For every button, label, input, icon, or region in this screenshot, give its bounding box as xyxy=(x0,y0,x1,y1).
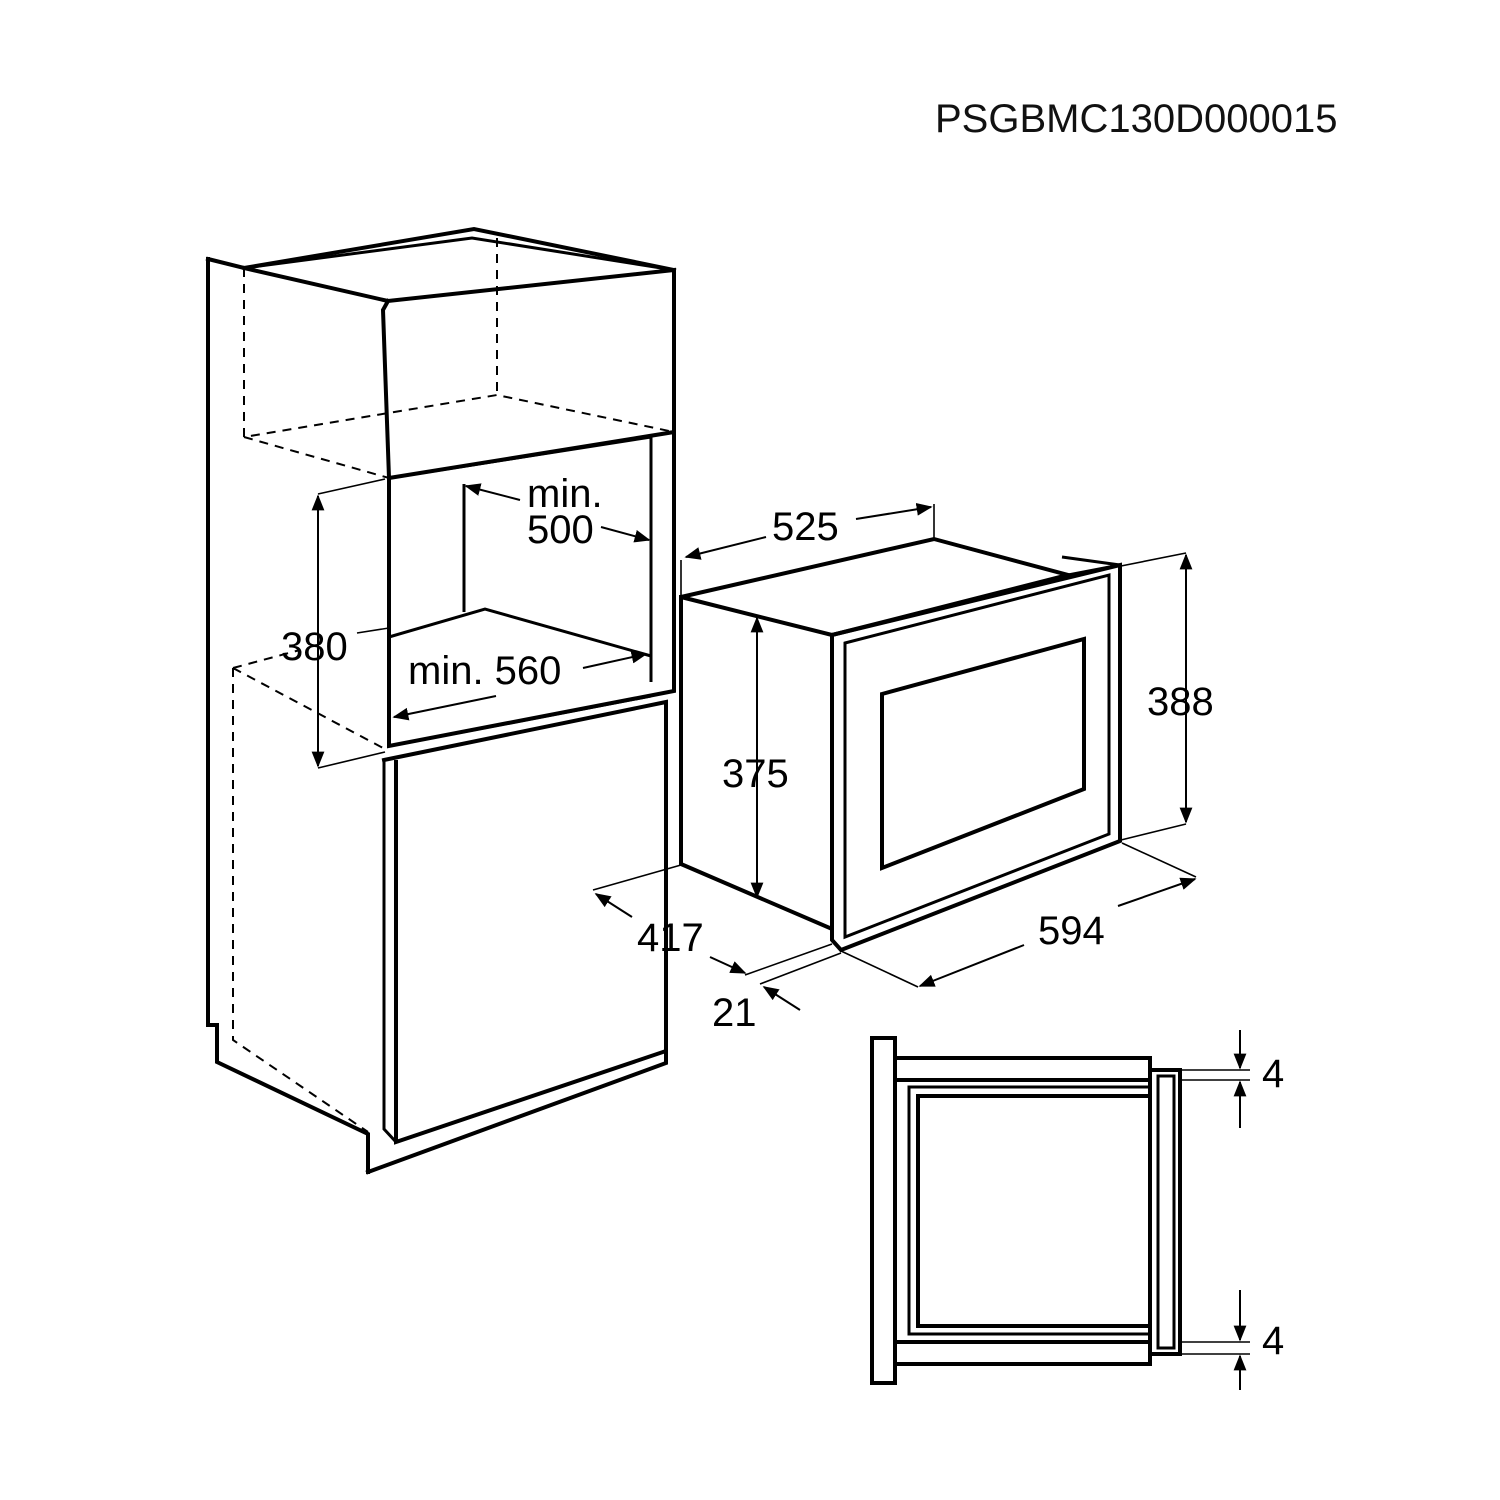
niche-min-width-label: min. 560 xyxy=(408,649,561,693)
section-appliance-inner xyxy=(916,1094,1152,1328)
plinth xyxy=(365,1049,668,1175)
microwave-window xyxy=(880,636,1086,871)
niche-floor xyxy=(388,607,652,748)
cabinet-top-edge xyxy=(205,226,677,273)
lower-door xyxy=(381,699,668,1145)
hidden-edges xyxy=(232,238,675,1133)
section-top-panel xyxy=(893,1056,1152,1082)
depth-525-arrow-right xyxy=(855,502,933,520)
frame-21-arrow xyxy=(762,986,801,1011)
gap-bottom-label: 4 xyxy=(1262,1319,1284,1363)
niche-height-ext-bottom xyxy=(317,751,386,769)
microwave-front-frame xyxy=(829,562,1122,953)
gap-top-label: 4 xyxy=(1262,1052,1284,1096)
lower-door-edge xyxy=(382,760,398,1144)
section-appliance-outer xyxy=(907,1085,1152,1336)
width-594-arrow-left xyxy=(918,944,1025,987)
niche-height-ext-mid xyxy=(356,627,390,634)
niche-depth-arrow-left xyxy=(464,483,521,501)
microwave-front-top xyxy=(933,537,1121,577)
niche-height-label: 380 xyxy=(281,625,348,669)
niche-depth-arrow-right xyxy=(600,526,651,543)
appliance-depth-label: 525 xyxy=(772,505,839,549)
depth-417-ext xyxy=(592,864,682,891)
appliance-body-height-label: 375 xyxy=(722,752,789,796)
depth-417-arrow-right xyxy=(709,956,747,974)
upper-unit-front xyxy=(241,265,676,481)
width-594-arrow-right xyxy=(1117,877,1197,907)
niche-width-arrow-left xyxy=(392,695,497,721)
front-frame-depth-label: 21 xyxy=(712,991,757,1035)
section-bottom-panel xyxy=(893,1340,1152,1366)
drawing-code: PSGBMC130D000015 xyxy=(935,97,1337,141)
dimension-lines xyxy=(311,478,1250,1390)
section-front-frame-inner xyxy=(1156,1074,1176,1350)
microwave-body xyxy=(680,536,1076,638)
height-388-ext-top xyxy=(1120,552,1187,567)
niche-min-depth-value: 500 xyxy=(527,508,594,552)
upper-unit-inner-edge xyxy=(243,236,675,272)
depth-525-arrow-left xyxy=(684,536,767,560)
cabinet xyxy=(205,226,677,1175)
niche-height-ext-top xyxy=(317,478,386,495)
depth-417-ext-bottom xyxy=(744,943,833,976)
niche-width-arrow-right xyxy=(582,650,648,669)
depth-417-arrow-left xyxy=(594,893,633,918)
microwave-front-inner xyxy=(843,573,1111,940)
width-594-ext-right xyxy=(1121,842,1197,878)
cabinet-side-panel xyxy=(206,257,370,1174)
niche-min-depth-label: min. xyxy=(527,472,603,516)
appliance-front-height-label: 388 xyxy=(1147,680,1214,724)
section-view xyxy=(870,1036,1182,1385)
microwave xyxy=(679,536,1122,953)
section-front-frame xyxy=(1148,1068,1182,1356)
dimension-labels: min. 500 380 min. 560 525 375 388 417 21… xyxy=(281,472,1284,1363)
width-594-ext-left xyxy=(840,950,919,988)
appliance-side-depth-label: 417 xyxy=(637,916,704,960)
appliance-width-label: 594 xyxy=(1038,909,1105,953)
height-388-ext-bottom xyxy=(1120,823,1187,841)
section-wall xyxy=(870,1036,897,1385)
niche-back-wall xyxy=(388,435,653,682)
frame-21-ext xyxy=(759,952,842,985)
